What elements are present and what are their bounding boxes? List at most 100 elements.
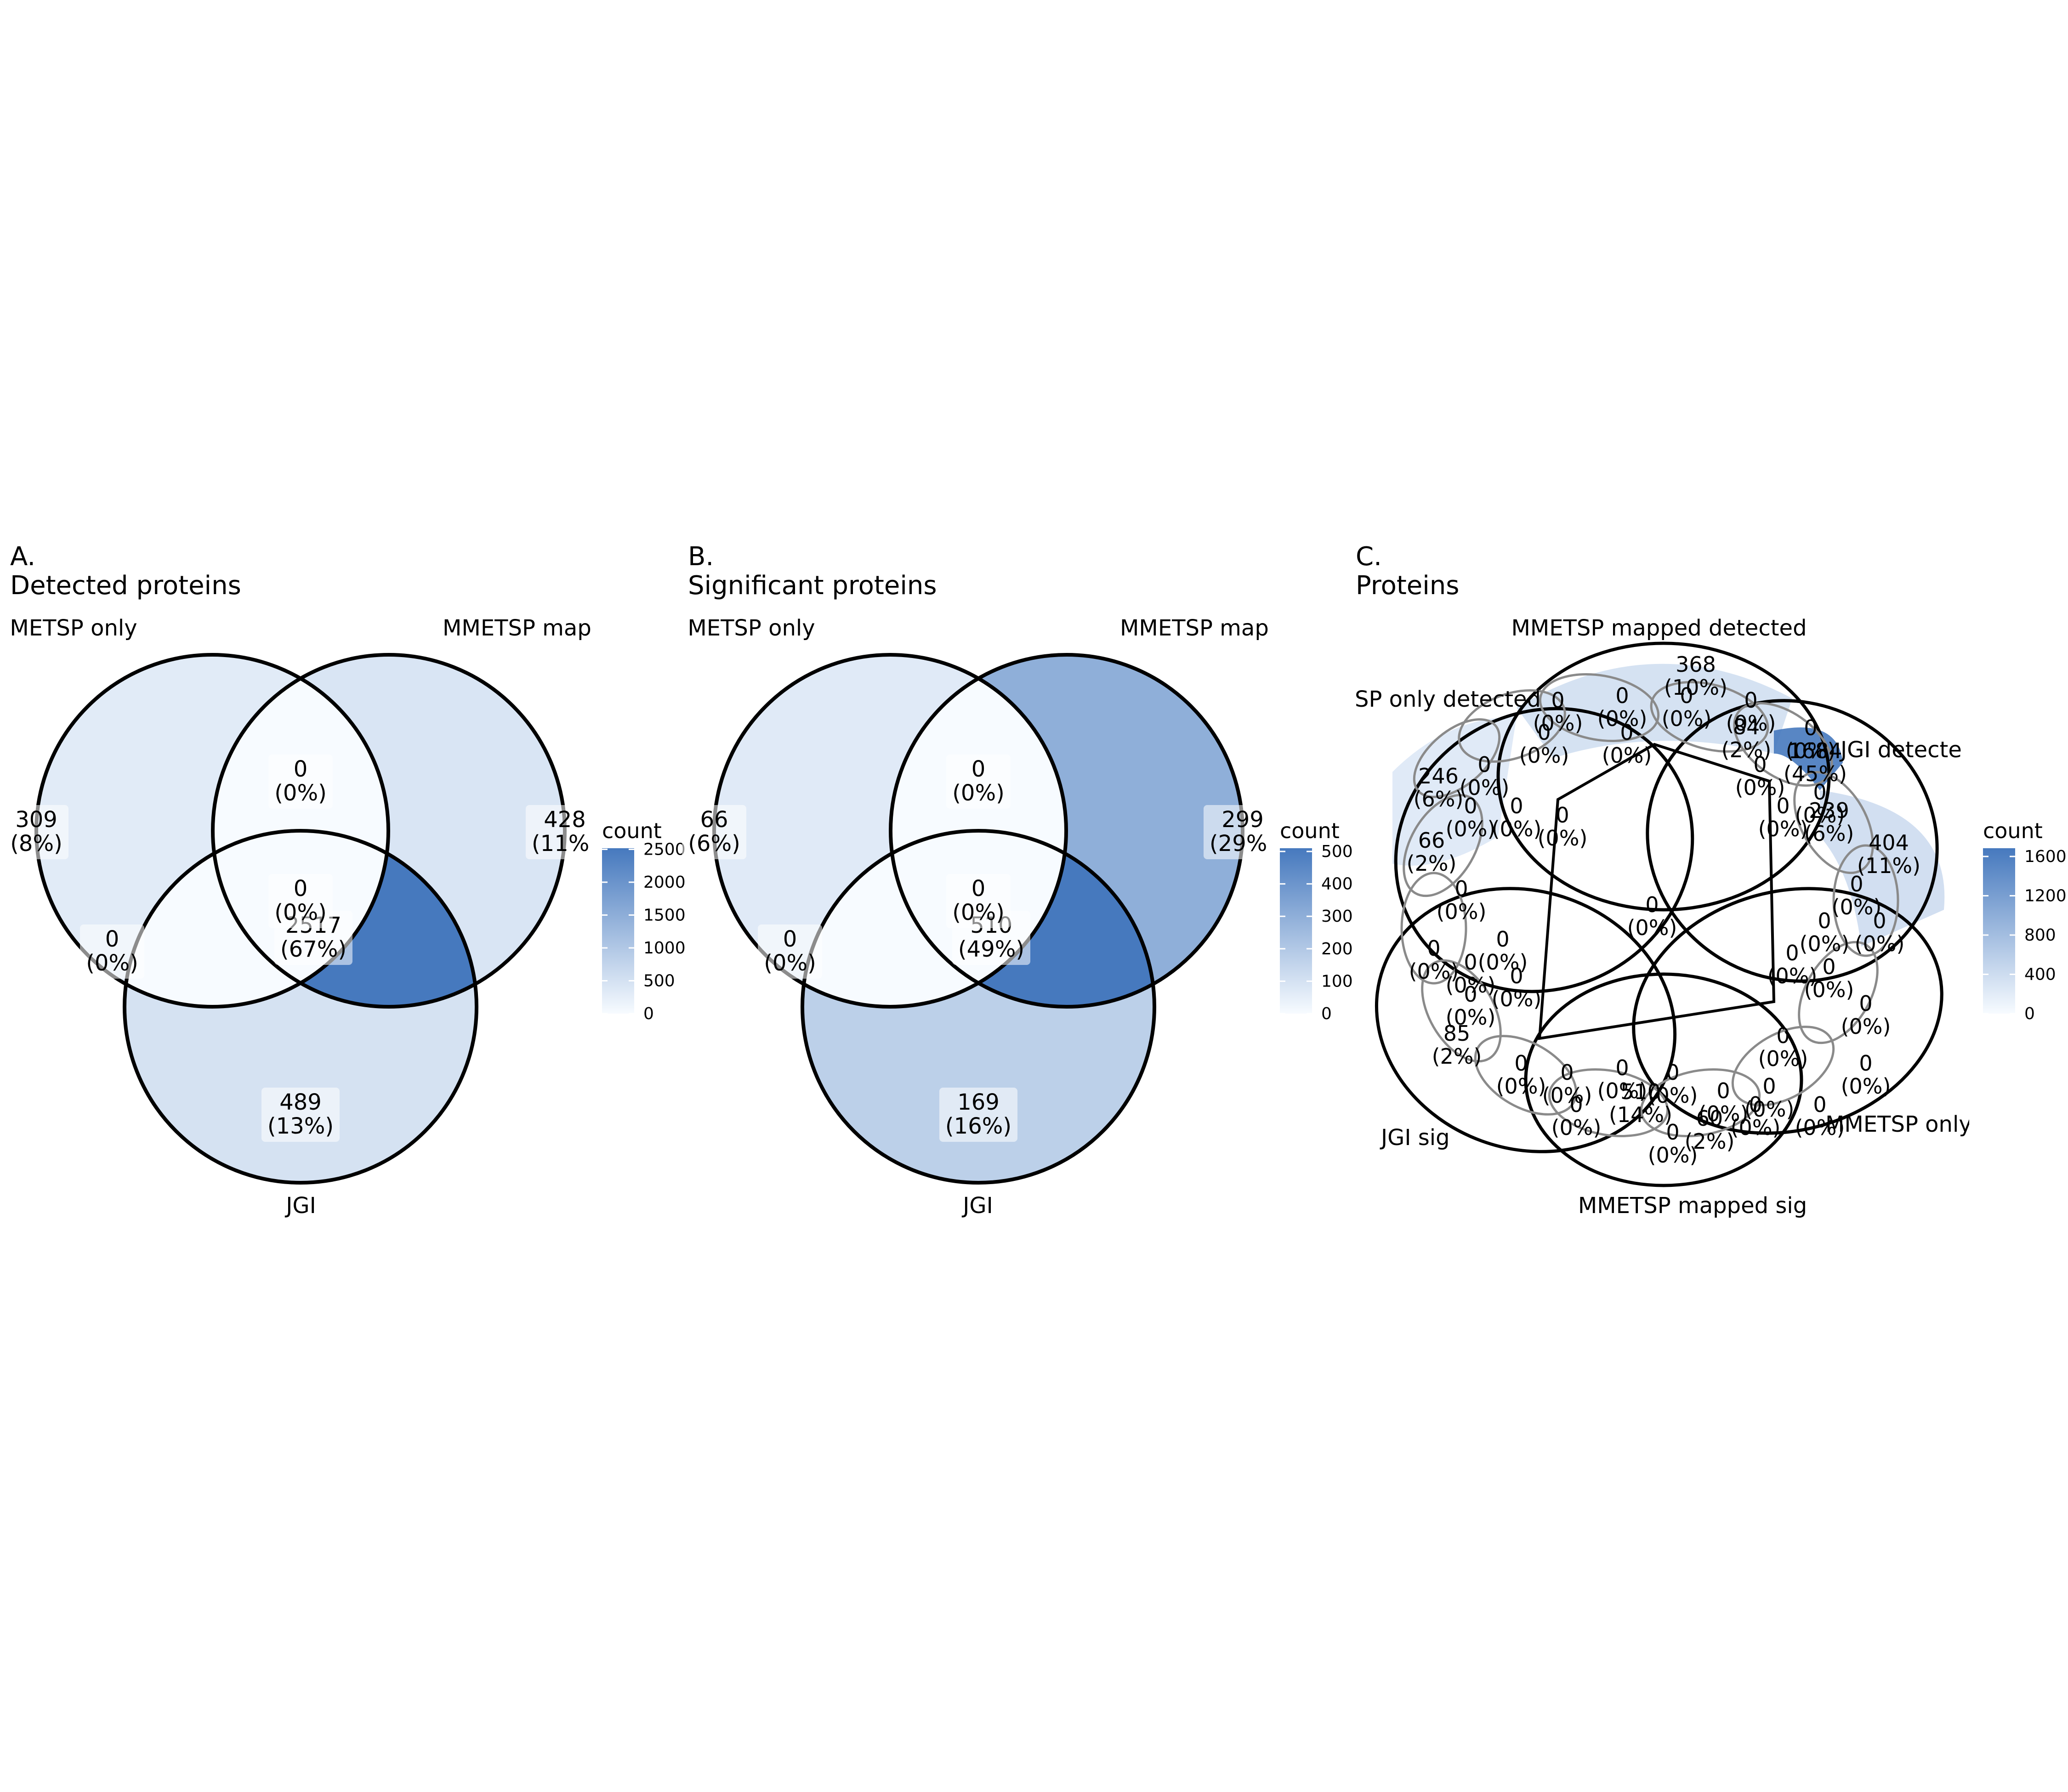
legend-tick-label: 200 [1321,940,1353,958]
panel-c-title: Proteins [1356,571,1459,601]
region-pct-ab: (0%) [952,780,1005,806]
region-count-zero: 0 [1680,683,1693,708]
region-count-zero: 0 [1569,1092,1583,1117]
legend-tick-label: 1500 [643,906,686,924]
label-bg-b [1204,805,1268,859]
region-count-right: 404 [1869,830,1909,855]
legend-tick-label: 1000 [643,939,686,958]
region-count-zero: 0 [1537,720,1551,745]
region-count-zero: 0 [1813,1092,1826,1117]
region-pct-zero: (0%) [1542,1083,1592,1108]
legend-title: count [602,818,662,843]
center-region-outline [1538,743,1776,1040]
overlap-loop [1640,1068,1761,1138]
panel-b: B. Significant proteins 66(6%)299(29%)16… [682,542,1353,1219]
label-bg-c [939,1088,1017,1142]
set-ellipse-mmetsp-only [1632,887,1943,1135]
region-pct-zero: (0%) [1648,1083,1698,1108]
region-pct-zero: (0%) [1597,1078,1648,1103]
label-bg-ac [80,924,144,979]
region-count-zero: 0 [1556,803,1569,828]
region-count-zero: 0 [1454,876,1468,901]
region-pct-zero: (0%) [1648,1143,1698,1168]
region-count-zero: 0 [1776,794,1790,818]
overlap-loop [1548,1068,1669,1138]
region-pct-ab: (0%) [274,780,327,806]
set-label-c-2: SP only detected [1355,686,1541,712]
region-count-zero: 0 [1464,982,1477,1007]
region-count-zero: 0 [1749,1092,1762,1117]
region-pct-zero: (0%) [1551,1115,1602,1140]
overlap-loop [1413,718,1501,798]
region-pct-center: (0%) [1627,915,1677,940]
region-pct-zero: (0%) [1597,706,1648,731]
overlap-loop [1421,959,1502,1063]
region-count-zero: 0 [1666,1060,1679,1085]
region-count-left: 246 [1418,764,1459,788]
legend-title: count [1983,818,2043,843]
legend-tick-label: 0 [1321,1004,1332,1023]
region-count-zero: 0 [1850,872,1863,896]
region-count-zero: 0 [1818,908,1831,933]
region-pct-zero: (0%) [1795,803,1845,828]
region-count-zero: 0 [1477,752,1491,777]
region-pct-ac: (0%) [86,950,138,976]
region-count-upper-right-b: 239 [1809,798,1849,823]
region-count-zero: 0 [1496,927,1509,952]
legend-tick-label: 500 [643,971,675,990]
region-pct-zero: (0%) [1758,817,1808,841]
legend-tick-label: 100 [1321,972,1353,991]
region-fill-right [1820,790,1945,947]
label-bg-b [526,805,591,859]
region-pct-zero: (0%) [1460,775,1510,800]
overlap-loop [1798,941,1879,1044]
set-label-c-1: MMETSP mapped detected [1511,615,1807,641]
legend-tick-label: 1200 [2024,886,2067,905]
label-bg-abc [268,874,333,928]
region-count-ab: 0 [972,756,986,782]
region-count-zero: 0 [1510,794,1523,818]
region-pct-zero: (0%) [1744,1097,1795,1122]
region-pct-upper-right-a: (45%) [1784,761,1847,786]
panel-c-tag: C. [1356,542,1382,572]
set-ellipse-jgi-detected [1646,699,1939,983]
region-pct-zero: (0%) [1533,711,1583,736]
region-count-center: 0 [1645,892,1659,917]
region-pct-zero: (0%) [1855,931,1905,956]
region-count-zero: 0 [1514,1051,1528,1076]
region-count-zero: 0 [1804,715,1817,740]
panel-a-title: Detected proteins [10,571,241,601]
set-ellipse-jgi-sig [1375,887,1677,1153]
legend-colorbar [1983,848,2015,1014]
region-pct-b: (11%) [532,831,598,856]
region-pct-zero: (0%) [1446,973,1496,998]
region-pct-zero: (0%) [1832,895,1882,919]
region-count-zero: 0 [1615,683,1629,708]
label-bg-c [261,1088,340,1142]
region-count-zero: 0 [1716,1078,1730,1103]
overlap-loop [1793,771,1874,874]
region-count-zero: 0 [1753,752,1767,777]
region-pct-abc: (0%) [274,900,327,925]
label-bg-ab [268,754,333,809]
panel-b-tag: B. [688,542,714,572]
overlap-loop [1539,673,1660,743]
region-pct-bottom: (14%) [1609,1102,1672,1127]
overlap-loop [1403,794,1483,897]
region-pct-zero: (0%) [1804,977,1854,1002]
overlap-loop [1733,702,1833,787]
set-label-b-2: MMETSP map [1120,615,1269,641]
region-count-zero: 0 [1615,1055,1629,1080]
region-count-zero: 0 [1427,936,1440,961]
region-pct-zero: (0%) [1437,899,1487,924]
region-pct-ac: (0%) [764,950,816,976]
label-bg-a [682,805,746,859]
region-count-zero: 0 [1859,991,1872,1016]
region-pct-zero: (0%) [1735,775,1785,800]
region-pct-zero: (0%) [1446,817,1496,841]
region-pct-zero: (0%) [1519,743,1569,768]
region-count-a: 309 [15,807,57,833]
set-label-c-6: MMETSP mapped sig [1578,1193,1807,1219]
label-bg-ac [758,924,822,979]
